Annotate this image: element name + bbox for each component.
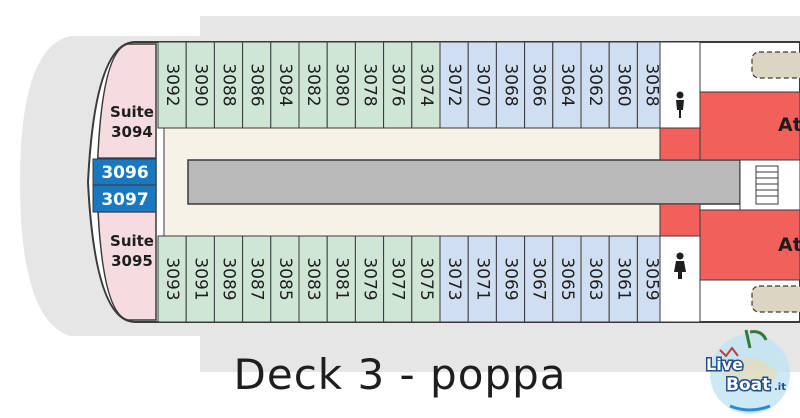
cabin-top-label: 3068 [501, 63, 521, 106]
cabin-3081 [326, 235, 356, 323]
cabin-3076 [383, 41, 413, 129]
cabin-top-label: 3060 [613, 63, 633, 106]
cabin-3073 [439, 235, 469, 323]
cabins-top-row: 3092 3090 3088 3086 3084 3082 3080 3078 3076 3074… [157, 41, 667, 129]
restroom-icon [674, 252, 686, 279]
cabin-bottom-label: 3079 [360, 257, 380, 300]
cabin-bottom-label: 3075 [416, 257, 436, 300]
cabin-3085 [270, 235, 300, 323]
cabin-3086 [242, 41, 272, 129]
cabin-3088 [213, 41, 244, 129]
cabin-top-label: 3088 [219, 63, 239, 106]
cabin-top-label: 3072 [444, 63, 464, 106]
cabin-3070 [467, 41, 497, 129]
cabin-bottom-label: 3081 [331, 257, 351, 300]
cabin-3065 [552, 235, 582, 323]
restroom-icon [676, 91, 684, 118]
cabin-3072 [439, 41, 469, 129]
lifeboat-icon [751, 51, 800, 79]
cabin-3069 [495, 235, 526, 323]
cabin-bottom-label: 3087 [247, 257, 267, 300]
cabin-3075 [411, 235, 441, 323]
cabin-bottom-label: 3073 [444, 257, 464, 300]
cabins-bottom-row: 3093 3091 3089 3087 3085 3083 3081 3079 3077 3075… [157, 235, 667, 323]
deck-title: Deck 3 - poppa [233, 350, 567, 399]
logo-live: Live [706, 355, 743, 374]
cabin-bottom-label: 3093 [162, 257, 182, 300]
suite-bottom-word: Suite [110, 232, 154, 250]
cabin-3082 [298, 41, 328, 129]
logo-suffix: .it [774, 382, 786, 393]
cabin-3061 [608, 235, 638, 323]
central-casing [187, 159, 741, 205]
atrium-bottom-label: At [778, 234, 800, 256]
cabin-3062 [580, 41, 610, 129]
cabin-3097-label: 3097 [101, 190, 148, 210]
cabin-3097 [92, 184, 157, 213]
cabin-top-label: 3074 [416, 63, 436, 106]
cabin-bottom-label: 3069 [501, 257, 521, 300]
cabin-3063 [580, 235, 610, 323]
cabin-3071 [467, 235, 497, 323]
cabin-bottom-label: 3065 [557, 257, 577, 300]
cabin-bottom-label: 3091 [190, 257, 210, 300]
cabin-bottom-label: 3077 [388, 257, 408, 300]
cabin-3080 [326, 41, 356, 129]
stairs-icon [739, 159, 800, 211]
cabin-3091 [185, 235, 215, 323]
cabin-top-label: 3062 [585, 63, 605, 106]
cabin-top-label: 3080 [331, 63, 351, 106]
cabin-top-label: 3084 [275, 63, 295, 106]
cabin-bottom-label: 3085 [275, 257, 295, 300]
cabin-3074 [411, 41, 441, 129]
cabin-bottom-label: 3063 [585, 257, 605, 300]
cabin-bottom-label: 3071 [472, 257, 492, 300]
cabin-3060 [608, 41, 638, 129]
cabin-3087 [242, 235, 272, 323]
cabin-top-label: 3076 [388, 63, 408, 106]
cabin-top-label: 3078 [360, 63, 380, 106]
atrium-top-label: At [778, 114, 800, 136]
cabin-top-label: 3064 [557, 63, 577, 106]
cabin-3096 [92, 158, 157, 186]
cabin-3092 [157, 41, 187, 129]
cabin-3096-label: 3096 [101, 163, 148, 183]
cabin-top-label: 3070 [472, 63, 492, 106]
logo-boat: Boat [726, 375, 770, 395]
cabin-3084 [270, 41, 300, 129]
cabin-bottom-label: 3089 [219, 257, 239, 300]
suite-bottom-number-label: 3095 [111, 252, 153, 270]
cabin-3066 [524, 41, 554, 129]
liveboat-logo: Live Boat .it [705, 329, 790, 414]
cabin-top-label: 3086 [247, 63, 267, 106]
suite-top-number: 3094 [111, 123, 153, 141]
atrium-top [699, 91, 800, 161]
cabin-top-label: 3082 [303, 63, 323, 106]
cabin-bottom-label: 3059 [642, 257, 662, 300]
cabin-bottom-label: 3083 [303, 257, 323, 300]
suite-top-word: Suite [110, 103, 154, 121]
cabin-3078 [354, 41, 385, 129]
cabin-bottom-label: 3061 [613, 257, 633, 300]
lifeboat-icon [751, 285, 800, 313]
cabin-top-label: 3066 [529, 63, 549, 106]
cabin-top-label: 3090 [190, 63, 210, 106]
cabin-3064 [552, 41, 582, 129]
cabin-top-label: 3058 [642, 63, 662, 106]
cabin-top-label: 3092 [162, 63, 182, 106]
cabin-bottom-label: 3067 [529, 257, 549, 300]
